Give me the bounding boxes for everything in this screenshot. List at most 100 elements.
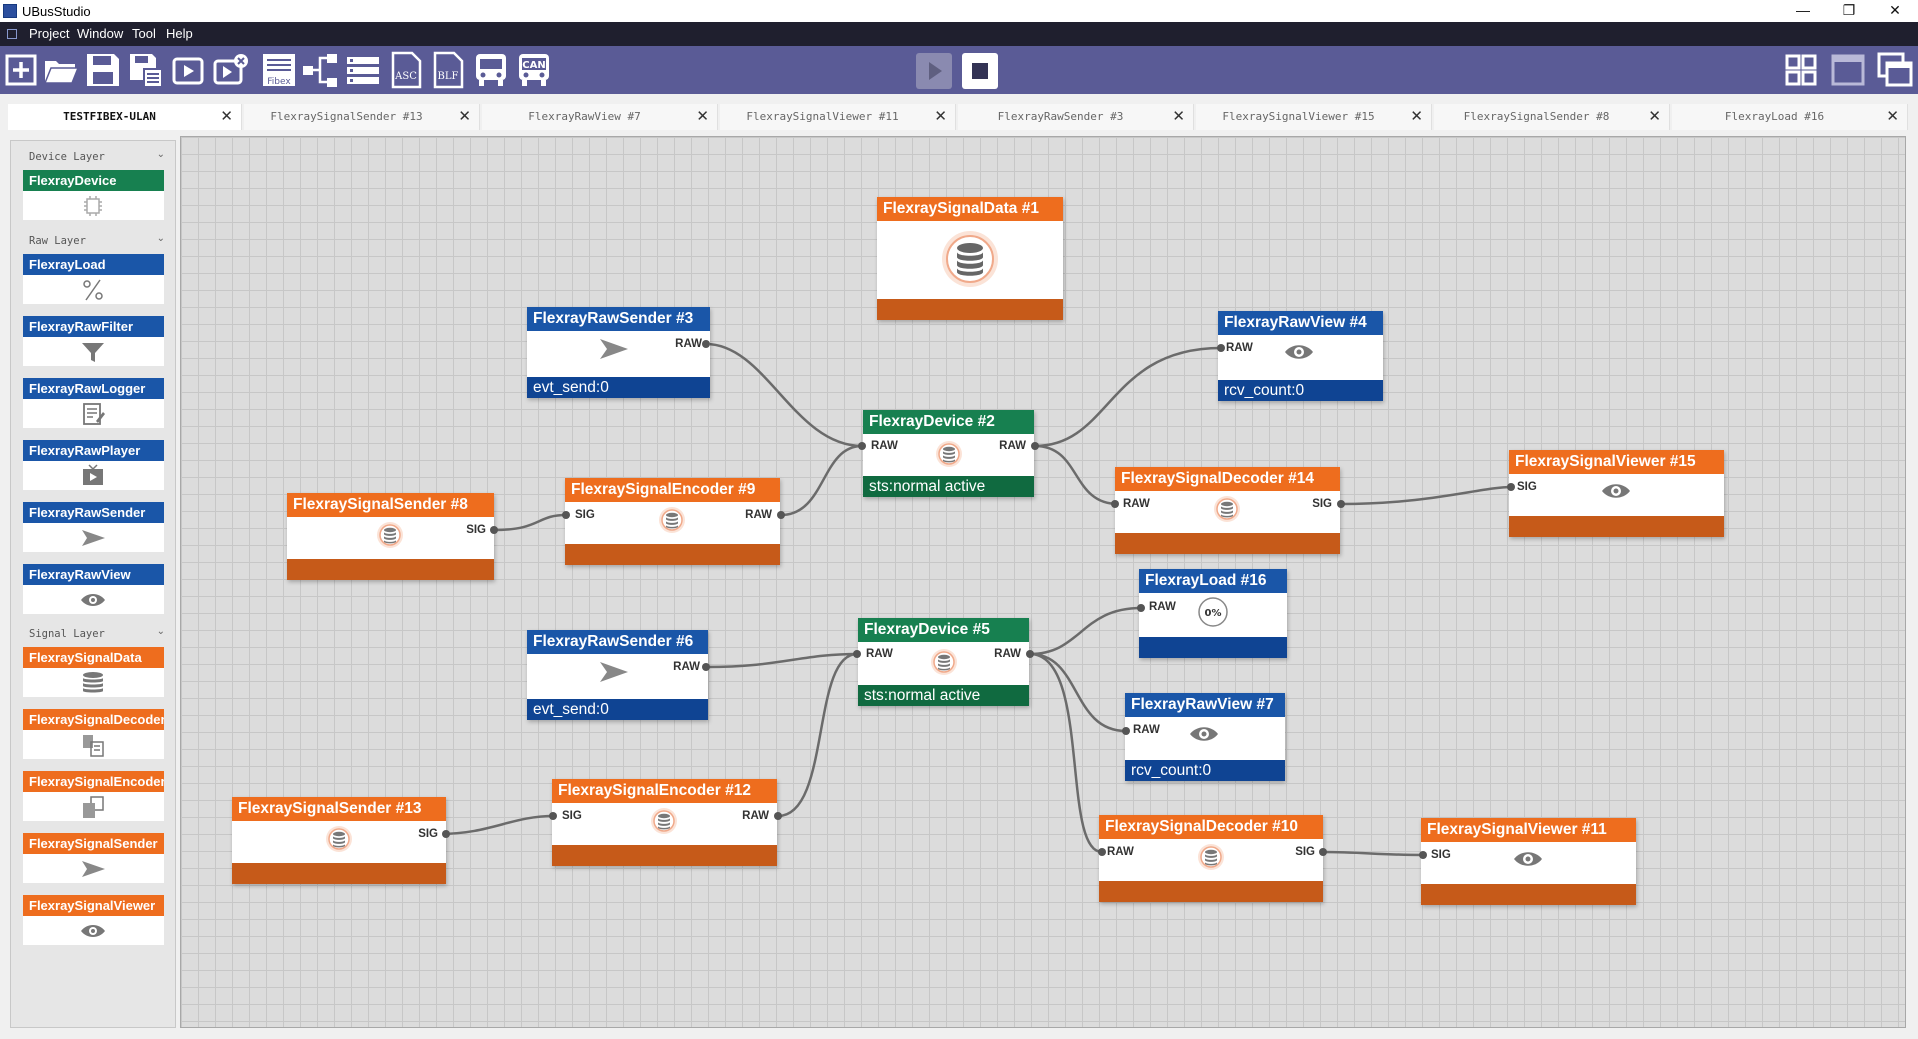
encoder12-raw-port[interactable]	[774, 812, 782, 820]
viewer15-sig-port[interactable]	[1507, 483, 1515, 491]
tab-flexraysignalviewer-11[interactable]: FlexraySignalViewer #11 ✕	[720, 104, 956, 130]
new-icon[interactable]	[2, 51, 40, 89]
palette-item-flexraydevice[interactable]: FlexrayDevice	[23, 170, 164, 220]
tab-close-icon[interactable]: ✕	[1410, 107, 1423, 125]
viewer11-sig-port[interactable]	[1419, 851, 1427, 859]
restore-button[interactable]: ❐	[1842, 2, 1856, 18]
sender13-sig-port[interactable]	[442, 830, 450, 838]
palette-item-flexraysignalviewer[interactable]: FlexraySignalViewer	[23, 895, 164, 945]
menu-help[interactable]: Help	[166, 26, 193, 41]
stop-button[interactable]	[962, 53, 998, 89]
menu-tool[interactable]: Tool	[132, 26, 156, 41]
palette-item-flexraysignaldata[interactable]: FlexraySignalData	[23, 647, 164, 697]
palette-item-flexrayload[interactable]: FlexrayLoad	[23, 254, 164, 304]
wire-rawsender6-device5[interactable]	[705, 652, 858, 669]
wire-encoder12-device5[interactable]	[777, 652, 858, 818]
palette-item-flexraysignalencoder[interactable]: FlexraySignalEncoder	[23, 771, 164, 821]
tab-close-icon[interactable]: ✕	[1648, 107, 1661, 125]
node-flexraysignaldecoder-10[interactable]: FlexraySignalDecoder #10 RAW SIG	[1099, 815, 1323, 902]
wire-device5-load16[interactable]	[1029, 606, 1142, 656]
palette-item-flexrayrawsender[interactable]: FlexrayRawSender	[23, 502, 164, 552]
section-raw-layer[interactable]: Raw Layer ⌄	[11, 231, 177, 251]
wire-decoder14-viewer15[interactable]	[1340, 485, 1513, 506]
cascade-window-icon[interactable]	[1876, 51, 1914, 89]
device5-raw-out-port[interactable]	[1026, 650, 1034, 658]
tab-flexrayload-16[interactable]: FlexrayLoad #16 ✕	[1672, 104, 1908, 130]
play-button[interactable]	[916, 53, 952, 89]
encoder9-sig-port[interactable]	[562, 511, 570, 519]
wire-device5-decoder10[interactable]	[1029, 652, 1103, 854]
tab-flexrayrawview-7[interactable]: FlexrayRawView #7 ✕	[482, 104, 718, 130]
encoder9-raw-port[interactable]	[777, 511, 785, 519]
tab-close-icon[interactable]: ✕	[220, 107, 233, 125]
run-icon[interactable]	[170, 51, 208, 89]
node-flexrayrawview-4[interactable]: FlexrayRawView #4 RAW rcv_count:0	[1218, 311, 1383, 401]
blf-icon[interactable]: BLF	[429, 51, 467, 89]
menu-window[interactable]: Window	[77, 26, 124, 41]
decoder14-sig-port[interactable]	[1337, 500, 1345, 508]
wire-device5-rawview7[interactable]	[1029, 652, 1127, 733]
run-stop-icon[interactable]	[212, 51, 250, 89]
tab-flexraysignalviewer-15[interactable]: FlexraySignalViewer #15 ✕	[1196, 104, 1432, 130]
rawsender6-raw-port[interactable]	[702, 663, 710, 671]
tab-close-icon[interactable]: ✕	[1172, 107, 1185, 125]
tab-flexraysignalsender-13[interactable]: FlexraySignalSender #13 ✕	[244, 104, 480, 130]
rawview4-raw-port[interactable]	[1217, 344, 1225, 352]
tab-close-icon[interactable]: ✕	[458, 107, 471, 125]
section-device-layer[interactable]: Device Layer ⌄	[11, 147, 177, 167]
palette-item-flexrayrawlogger[interactable]: FlexrayRawLogger	[23, 378, 164, 428]
asc-icon[interactable]: ASC	[387, 51, 425, 89]
save-as-icon[interactable]	[127, 51, 165, 89]
node-flexraysignalsender-8[interactable]: FlexraySignalSender #8 SIG	[287, 493, 494, 580]
decoder10-sig-port[interactable]	[1319, 848, 1327, 856]
decoder10-raw-port[interactable]	[1098, 848, 1106, 856]
save-icon[interactable]	[84, 51, 122, 89]
wire-device2-rawview4[interactable]	[1034, 346, 1222, 448]
bus-icon[interactable]	[472, 51, 510, 89]
node-flexrayrawsender-6[interactable]: FlexrayRawSender #6 RAW evt_send:0	[527, 630, 708, 720]
tab-close-icon[interactable]: ✕	[934, 107, 947, 125]
node-flexraysignalencoder-9[interactable]: FlexraySignalEncoder #9 SIG RAW	[565, 478, 780, 565]
tab-flexraysignalsender-8[interactable]: FlexraySignalSender #8 ✕	[1434, 104, 1670, 130]
tab-testfibex-ulan[interactable]: TESTFIBEX-ULAN ✕	[8, 104, 242, 130]
node-flexrayload-16[interactable]: FlexrayLoad #16 RAW 0%	[1139, 569, 1287, 658]
wire-encoder9-device2[interactable]	[780, 444, 863, 517]
close-window-button[interactable]: ✕	[1889, 2, 1901, 18]
menu-project[interactable]: Project	[29, 26, 70, 41]
palette-item-flexraysignalsender[interactable]: FlexraySignalSender	[23, 833, 164, 883]
grid-layout-icon[interactable]	[1782, 51, 1820, 89]
palette-item-flexrayrawplayer[interactable]: FlexrayRawPlayer	[23, 440, 164, 490]
node-flexrayrawsender-3[interactable]: FlexrayRawSender #3 RAW evt_send:0	[527, 307, 710, 398]
wire-device2-decoder14[interactable]	[1034, 444, 1119, 506]
open-folder-icon[interactable]	[42, 51, 80, 89]
palette-item-flexraysignaldecoder[interactable]: FlexraySignalDecoder	[23, 709, 164, 759]
palette-item-flexrayrawfilter[interactable]: FlexrayRawFilter	[23, 316, 164, 366]
node-flexraysignalviewer-15[interactable]: FlexraySignalViewer #15 SIG	[1509, 450, 1724, 537]
load16-raw-port[interactable]	[1137, 604, 1145, 612]
palette-item-flexrayrawview[interactable]: FlexrayRawView	[23, 564, 164, 614]
node-flexraysignalencoder-12[interactable]: FlexraySignalEncoder #12 SIG RAW	[552, 779, 777, 866]
network-icon[interactable]	[301, 51, 339, 89]
section-signal-layer[interactable]: Signal Layer ⌄	[11, 624, 177, 644]
single-window-icon[interactable]	[1829, 51, 1867, 89]
can-icon[interactable]: CAN	[515, 51, 553, 89]
node-flexraysignalviewer-11[interactable]: FlexraySignalViewer #11 SIG	[1421, 818, 1636, 905]
wire-sender13-encoder12[interactable]	[438, 814, 555, 836]
minimize-button[interactable]: —	[1796, 2, 1810, 18]
node-canvas[interactable]: FlexraySignalData #1 FlexrayRawSender #3…	[180, 136, 1906, 1028]
node-flexraysignaldecoder-14[interactable]: FlexraySignalDecoder #14 RAW SIG	[1115, 467, 1340, 554]
device5-raw-in-port[interactable]	[853, 650, 861, 658]
node-flexraysignaldata-1[interactable]: FlexraySignalData #1	[877, 197, 1063, 320]
rawsender3-raw-port[interactable]	[702, 340, 710, 348]
wire-decoder10-viewer11[interactable]	[1322, 850, 1424, 857]
decoder14-raw-port[interactable]	[1111, 500, 1119, 508]
device2-raw-out-port[interactable]	[1031, 442, 1039, 450]
node-flexrayrawview-7[interactable]: FlexrayRawView #7 RAW rcv_count:0	[1125, 693, 1285, 781]
device2-raw-in-port[interactable]	[858, 442, 866, 450]
node-flexraydevice-2[interactable]: FlexrayDevice #2 RAW RAW sts:normal acti…	[863, 410, 1034, 497]
encoder12-sig-port[interactable]	[549, 812, 557, 820]
tab-close-icon[interactable]: ✕	[1886, 107, 1899, 125]
fibex-icon[interactable]: Fibex	[260, 51, 298, 89]
rawview7-raw-port[interactable]	[1122, 727, 1130, 735]
tab-close-icon[interactable]: ✕	[696, 107, 709, 125]
